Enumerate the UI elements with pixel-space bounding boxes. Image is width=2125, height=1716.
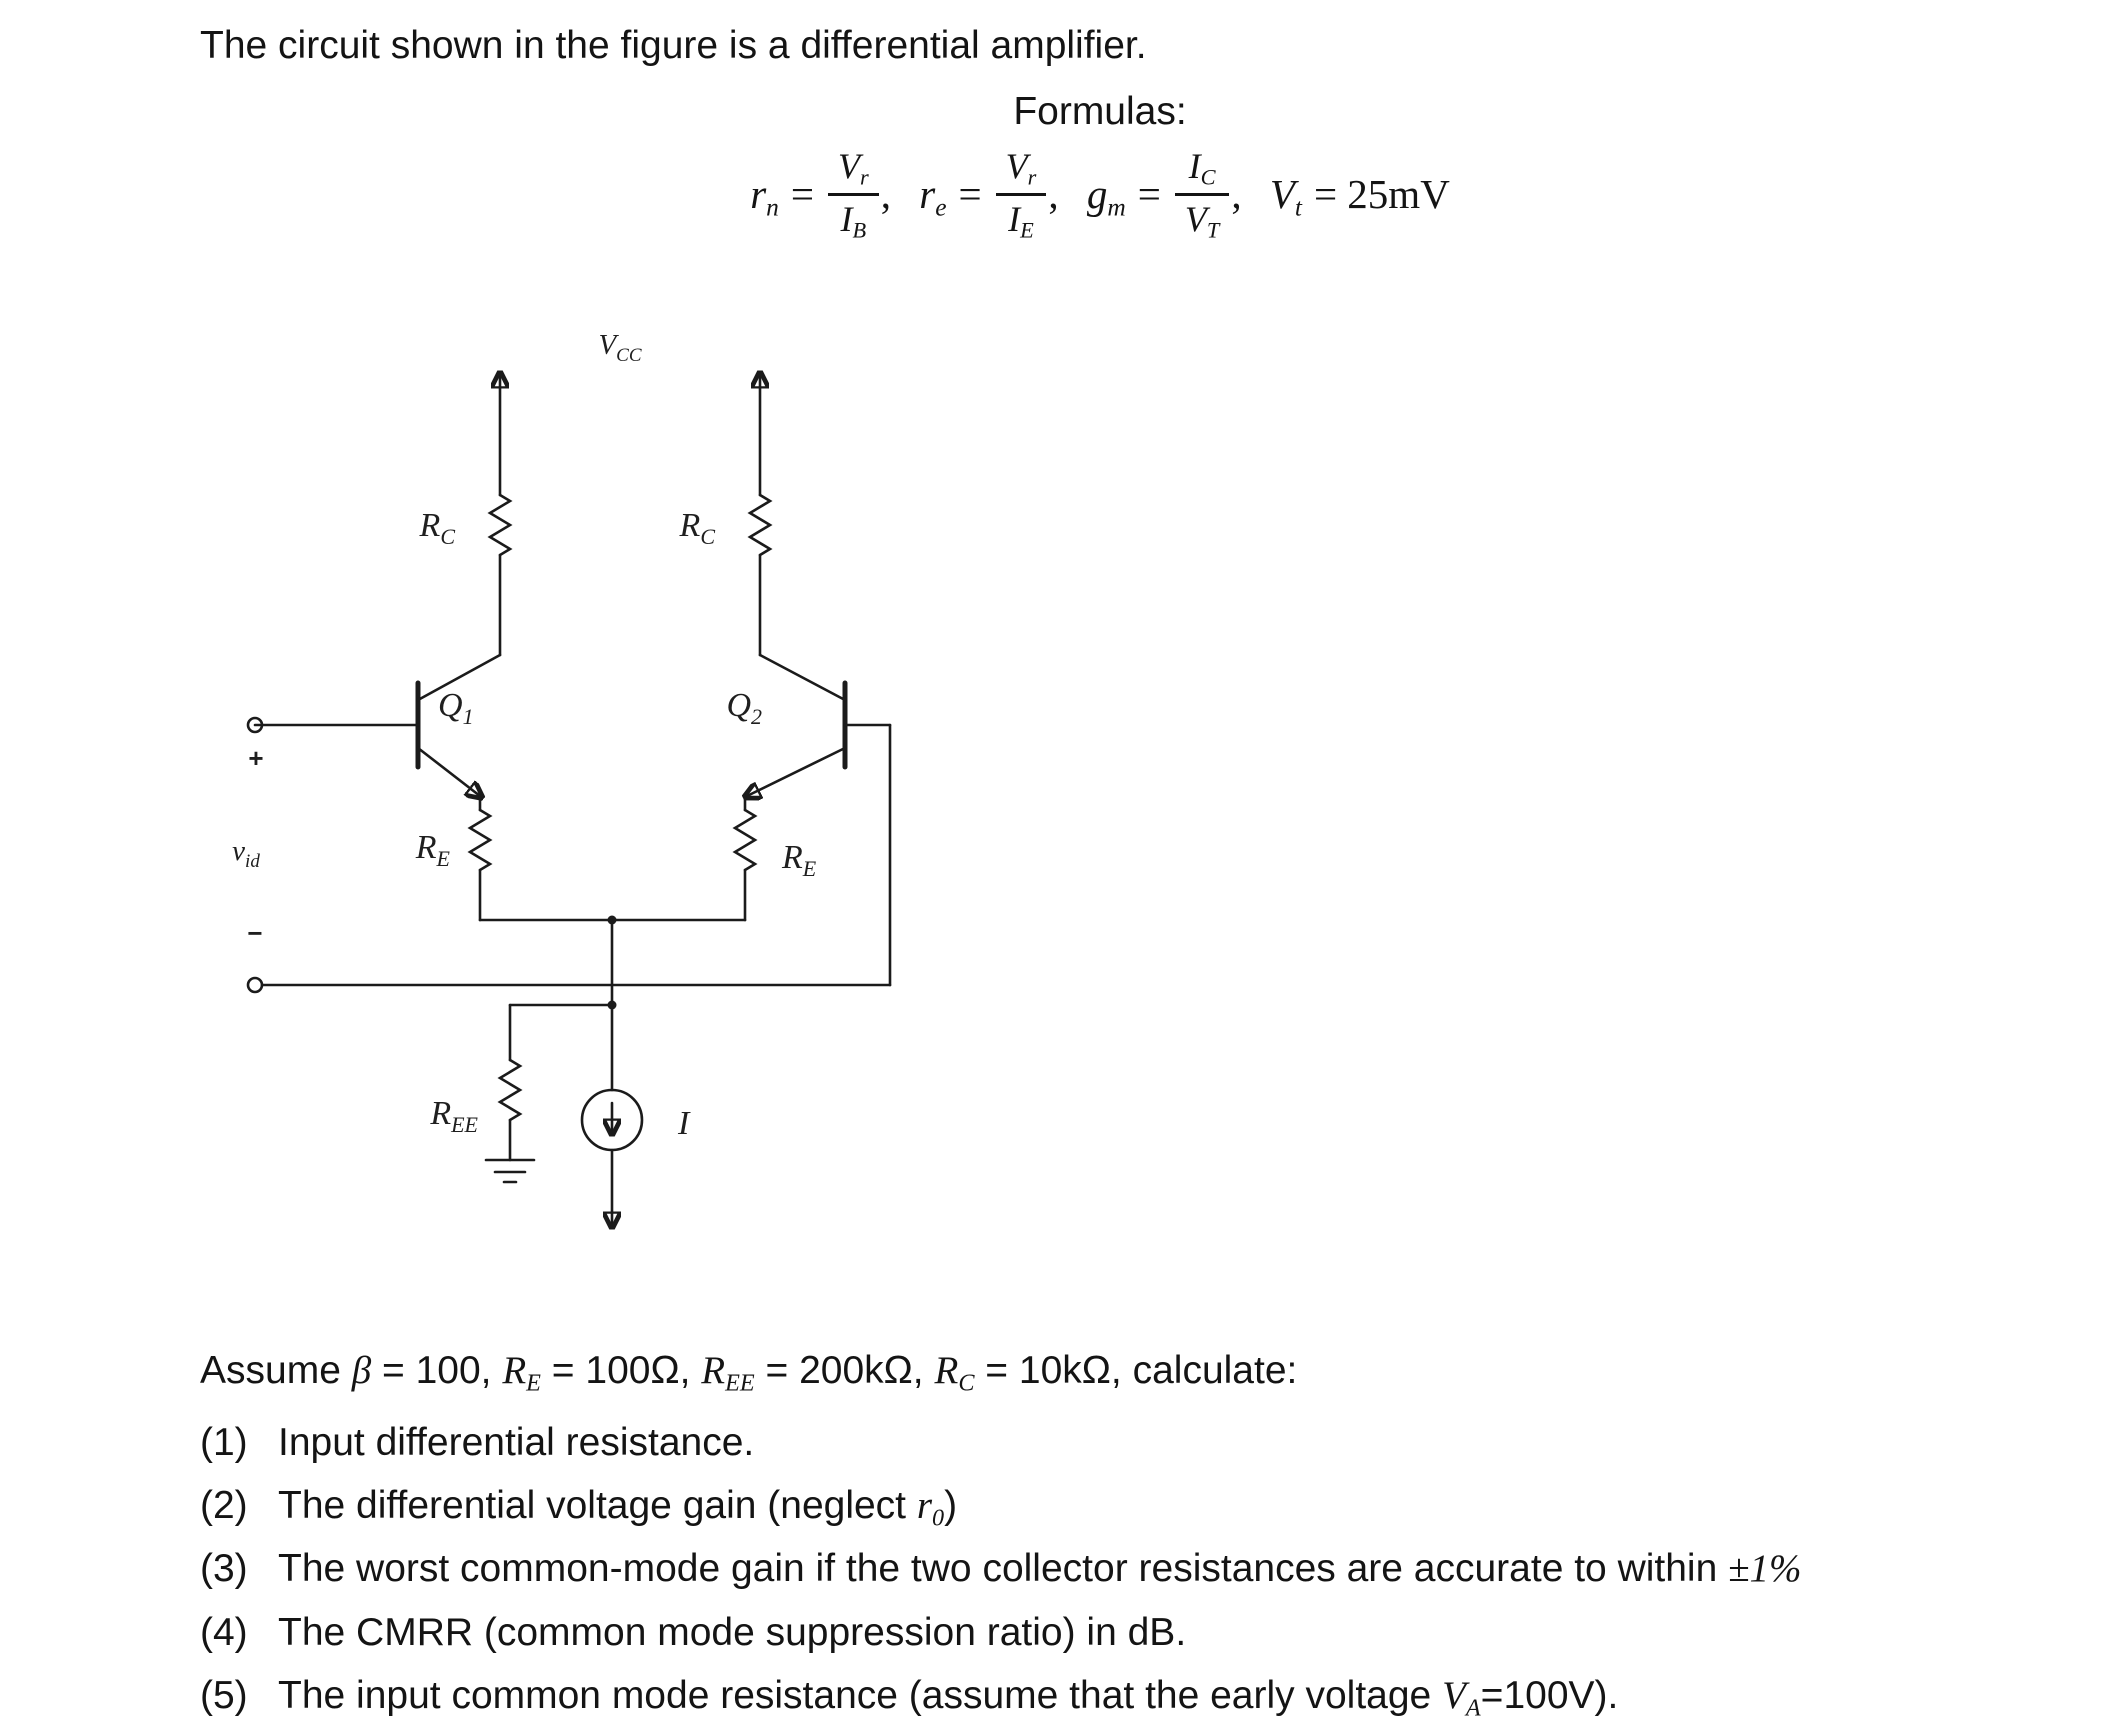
page-title: The circuit shown in the figure is a dif… bbox=[200, 24, 1147, 67]
resistor-rc-left: RC bbox=[419, 493, 513, 657]
formula-term-vt: Vt= 25mV bbox=[1269, 171, 1450, 222]
re-left-label: RE bbox=[415, 829, 451, 871]
differential-amplifier-diagram: VCC RC RC Q1 Q2 bbox=[232, 329, 892, 1280]
current-label: I bbox=[677, 1105, 691, 1142]
transistor-q1: Q1 bbox=[253, 653, 502, 812]
question-item-1: (1)Input differential resistance. bbox=[200, 1421, 755, 1464]
emitter-rail bbox=[478, 915, 747, 1010]
resistor-re-left: RE bbox=[415, 808, 493, 922]
resistor-re-right: RE bbox=[732, 808, 817, 922]
input-terminals: + vid − bbox=[232, 716, 892, 994]
formulas-heading: Formulas: bbox=[1013, 90, 1187, 133]
q1-label: Q1 bbox=[438, 687, 474, 729]
vcc-label: VCC bbox=[598, 329, 641, 366]
resistor-ree: REE bbox=[429, 1003, 523, 1162]
question-item-2: (2)The differential voltage gain (neglec… bbox=[200, 1484, 958, 1532]
plus-sign: + bbox=[248, 743, 263, 773]
resistor-rc-right: RC bbox=[679, 493, 773, 657]
assumptions-line: Assume β = 100, RE = 100Ω, REE = 200kΩ, … bbox=[200, 1349, 1298, 1397]
rc-left-label: RC bbox=[419, 507, 456, 549]
q2-label: Q2 bbox=[726, 687, 762, 729]
current-source: I bbox=[580, 1003, 691, 1225]
vid-label: vid bbox=[232, 835, 260, 872]
question-item-4: (4)The CMRR (common mode suppression rat… bbox=[200, 1611, 1187, 1654]
ground-symbol bbox=[484, 1158, 536, 1184]
transistor-q2: Q2 bbox=[726, 653, 892, 812]
minus-sign: − bbox=[247, 918, 262, 948]
vcc-rail: VCC bbox=[500, 329, 760, 497]
question-item-5: (5)The input common mode resistance (ass… bbox=[200, 1674, 1619, 1716]
question-item-3: (3)The worst common-mode gain if the two… bbox=[200, 1547, 1802, 1590]
re-right-label: RE bbox=[781, 839, 817, 881]
ree-label: REE bbox=[429, 1095, 478, 1137]
rc-right-label: RC bbox=[679, 507, 716, 549]
